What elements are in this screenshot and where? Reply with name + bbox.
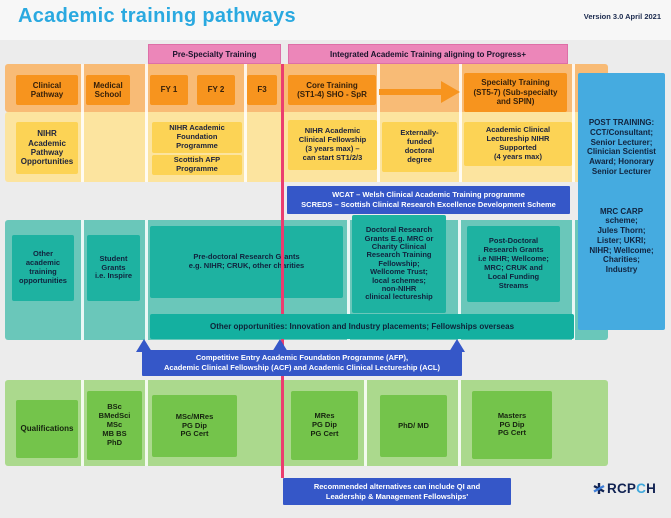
nihr-pathway-label: NIHR Academic Pathway Opportunities: [16, 122, 78, 174]
column-divider: [145, 64, 148, 182]
msc-mres-box: MSc/MRes PG Dip PG Cert: [152, 395, 237, 457]
core-training-box: Core Training (ST1-4) SHO - SpR: [288, 75, 376, 105]
recommended-line1: Recommended alternatives can include QI …: [313, 481, 481, 491]
post-training-sidebar: POST TRAINING: CCT/Consultant; Senior Le…: [578, 73, 665, 330]
pathway-divider-line: [281, 64, 284, 478]
rcpch-logo-text: RCPCH: [607, 481, 657, 496]
scottish-afp-box: Scottish AFP Programme: [152, 155, 242, 175]
column-divider: [81, 380, 84, 466]
pre-doctoral-grants-box: Pre-doctoral Research Grants e.g. NIHR; …: [150, 226, 343, 298]
up-arrow-icon: [136, 339, 152, 352]
acf-box: NIHR Academic Clinical Fellowship (3 yea…: [288, 120, 377, 170]
column-divider: [364, 380, 367, 466]
qualifications-label: Qualifications: [16, 400, 78, 458]
column-divider: [145, 380, 148, 466]
f3-box: F3: [247, 75, 277, 105]
column-divider: [458, 220, 461, 340]
header-background: [0, 0, 671, 40]
other-opportunities-banner: Other opportunities: Innovation and Indu…: [150, 314, 574, 339]
specialty-training-box: Specialty Training (ST5-7) (Sub-specialt…: [464, 73, 567, 112]
medical-school-box: Medical School: [86, 75, 130, 105]
masters-box: Masters PG Dip PG Cert: [472, 391, 552, 459]
version-label: Version 3.0 April 2021: [583, 12, 661, 21]
mres-box: MRes PG Dip PG Cert: [291, 391, 358, 460]
column-divider: [572, 64, 575, 182]
undergrad-qualifications-box: BSc BMedSci MSc MB BS PhD: [87, 391, 142, 460]
wcat-screds-banner: WCAT – Welsh Clinical Academic Training …: [287, 186, 570, 214]
up-arrow-icon: [449, 339, 465, 352]
up-arrow-icon: [272, 339, 288, 352]
training-flow-arrowhead-icon: [441, 81, 460, 103]
nihr-afp-box: NIHR Academic Foundation Programme: [152, 122, 242, 153]
post-doctoral-grants-box: Post-Doctoral Research Grants i.e NIHR; …: [467, 226, 560, 302]
pre-specialty-header: Pre-Specialty Training: [148, 44, 281, 64]
column-divider: [459, 64, 462, 182]
column-divider: [244, 64, 247, 182]
wcat-line: WCAT – Welsh Clinical Academic Training …: [332, 190, 525, 200]
post-training-text: POST TRAINING: CCT/Consultant; Senior Le…: [587, 118, 656, 176]
student-grants-box: Student Grants i.e. Inspire: [87, 235, 140, 301]
column-divider: [347, 220, 350, 340]
rcpch-logo: RCPCH: [592, 481, 656, 496]
page-title: Academic training pathways: [18, 5, 296, 27]
phd-md-box: PhD/ MD: [380, 395, 447, 457]
externally-funded-box: Externally- funded doctoral degree: [382, 122, 457, 172]
column-divider: [377, 64, 380, 182]
column-divider: [458, 380, 461, 466]
clinical-pathway-label: Clinical Pathway: [16, 75, 78, 105]
fy2-box: FY 2: [197, 75, 235, 105]
recommended-alternatives-banner: Recommended alternatives can include QI …: [283, 478, 511, 505]
doctoral-grants-box: Doctoral Research Grants E.g. MRC or Cha…: [352, 215, 446, 313]
mrc-carp-text: MRC CARP scheme; Jules Thorn; Lister; UK…: [589, 206, 654, 275]
competitive-entry-banner: Competitive Entry Academic Foundation Pr…: [142, 350, 462, 376]
rcpch-logo-icon: [593, 483, 605, 494]
competitive-entry-line2: Academic Clinical Fellowship (ACF) and A…: [163, 363, 441, 372]
column-divider: [572, 220, 575, 340]
competitive-entry-line1: Competitive Entry Academic Foundation Pr…: [195, 353, 409, 363]
training-flow-arrow-icon: [379, 89, 443, 95]
other-opportunities-label: Other academic training opportunities: [12, 235, 74, 301]
integrated-training-header: Integrated Academic Training aligning to…: [288, 44, 568, 64]
recommended-line2: Leadership & Management Fellowships': [325, 491, 469, 501]
screds-line: SCREDS – Scottish Clinical Research Exce…: [301, 200, 556, 209]
column-divider: [81, 64, 84, 182]
lectureship-box: Academic Clinical Lectureship NIHR Suppo…: [464, 122, 572, 166]
fy1-box: FY 1: [150, 75, 188, 105]
column-divider: [145, 220, 148, 340]
column-divider: [81, 220, 84, 340]
